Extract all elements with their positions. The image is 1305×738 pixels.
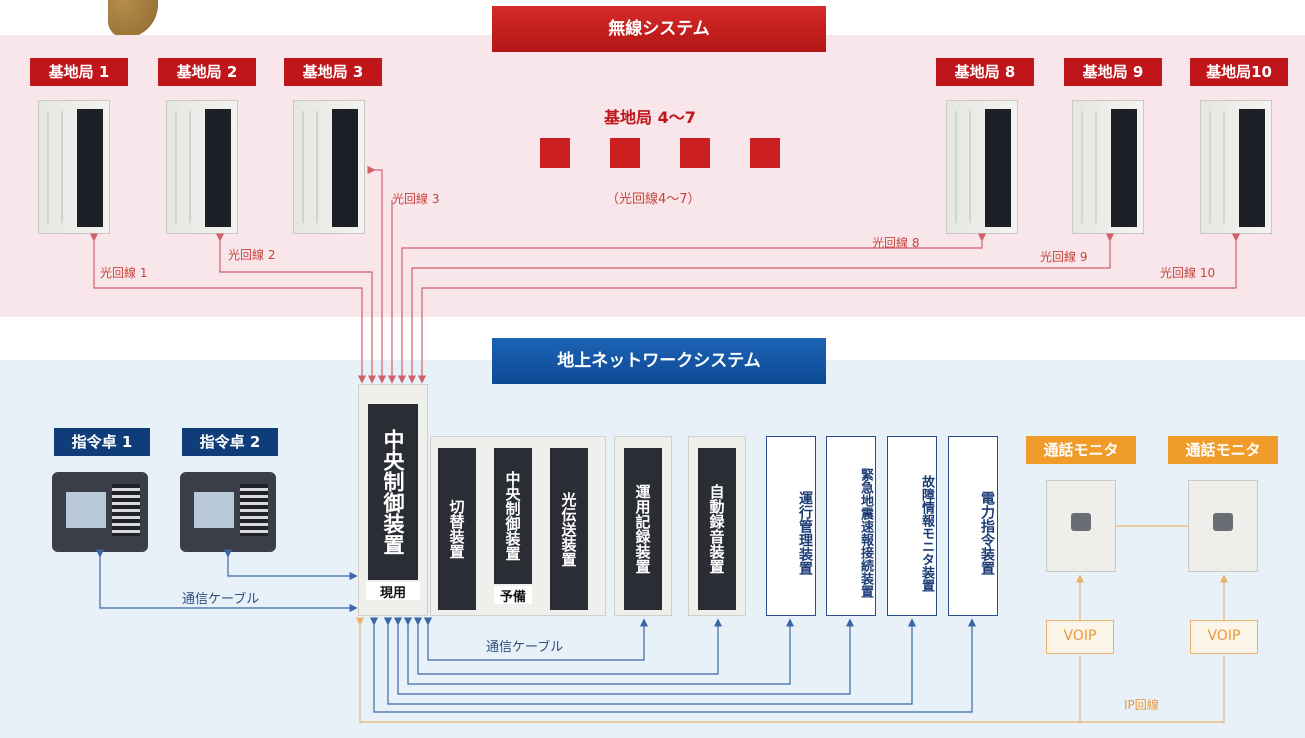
main-control-label: 中央制御装置 (368, 404, 418, 580)
console-2-tag: 指令卓 2 (182, 428, 278, 456)
station-1-tag: 基地局 1 (30, 58, 128, 86)
station-3-cabinet (293, 100, 365, 234)
station-9-tag: 基地局 9 (1064, 58, 1162, 86)
station-2-tag: 基地局 2 (158, 58, 256, 86)
stations-4-7-lines: （光回線4〜7） (606, 192, 701, 207)
station-3-tag: 基地局 3 (284, 58, 382, 86)
call-monitor-1-device (1046, 480, 1116, 572)
power-command-device: 電力指令装置 (948, 436, 998, 616)
backup-control-unit: 中央制御装置 (494, 448, 532, 584)
backup-status: 予備 (494, 586, 532, 605)
ip-line-label: IP回線 (1124, 698, 1159, 712)
stations-4-7-title: 基地局 4〜7 (604, 108, 696, 127)
console-1-tag: 指令卓 1 (54, 428, 150, 456)
call-monitor-1-tag: 通話モニタ (1026, 436, 1136, 464)
station-8-tag: 基地局 8 (936, 58, 1034, 86)
fault-monitor-device: 故障情報モニタ装置 (887, 436, 937, 616)
active-status: 現用 (366, 582, 420, 601)
earthquake-alert-device: 緊急地震速報接続装置 (826, 436, 876, 616)
console-2-device (180, 472, 276, 552)
console-1-device (52, 472, 148, 552)
line-label-3: 光回線 3 (392, 192, 440, 206)
station-square (680, 138, 710, 168)
voip-2: VOIP (1190, 620, 1258, 654)
station-square (750, 138, 780, 168)
station-1-cabinet (38, 100, 110, 234)
operation-management-device: 運行管理装置 (766, 436, 816, 616)
voip-1: VOIP (1046, 620, 1114, 654)
optical-transmission-unit: 光伝送装置 (550, 448, 588, 610)
call-monitor-2-device (1188, 480, 1258, 572)
station-10-tag: 基地局10 (1190, 58, 1288, 86)
station-square (610, 138, 640, 168)
auto-recording-unit: 自動録音装置 (698, 448, 736, 610)
call-monitor-2-tag: 通話モニタ (1168, 436, 1278, 464)
station-10-cabinet (1200, 100, 1272, 234)
station-8-cabinet (946, 100, 1018, 234)
switch-unit: 切替装置 (438, 448, 476, 610)
operation-record-unit: 運用記録装置 (624, 448, 662, 610)
cable-label-center: 通信ケーブル (486, 640, 564, 655)
station-square (540, 138, 570, 168)
wireless-banner: 無線システム (492, 6, 826, 52)
